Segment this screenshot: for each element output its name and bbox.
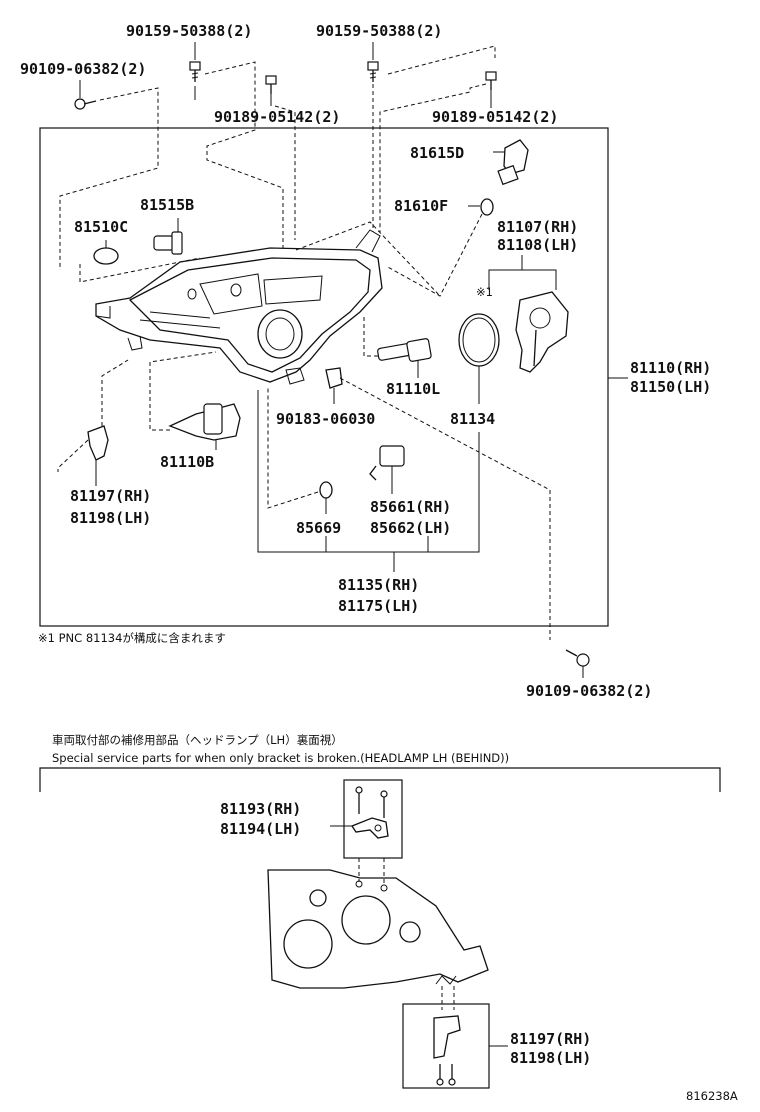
callout-81198-lower: 81198(LH) [510,1049,591,1067]
dash-screw-right [387,45,496,75]
callout-81615d: 81615D [410,144,464,162]
screw-90159-left [189,42,201,100]
callout-81197-lower: 81197(RH) [510,1030,591,1048]
bracket-81197-upper [87,425,109,486]
dash-90183-bolt [339,377,551,640]
bracket-81107 [488,269,557,290]
headlamp-housing [95,229,383,385]
lower-frame [39,767,721,792]
callout-81150: 81150(LH) [630,378,711,396]
bulb-81610f [468,198,494,216]
callout-81108: 81108(LH) [497,236,578,254]
callout-81610f: 81610F [394,197,448,215]
socket-81515b [153,218,183,255]
bulb-81510c [93,240,119,265]
callout-81515b: 81515B [140,196,194,214]
callout-85669: 85669 [296,519,341,537]
dash-85669 [267,388,319,509]
callout-90109-top: 90109-06382(2) [20,60,146,78]
bolt-90109-top [74,80,97,110]
dash-81110b [149,351,217,431]
headlamp-back-panel [267,869,489,989]
dash-81197-up [101,359,129,426]
callout-81134: 81134 [450,410,495,428]
callout-81198-upper: 81198(LH) [70,509,151,527]
oring-85669 [319,481,333,499]
callout-81175: 81175(LH) [338,597,419,615]
socket-81107 [515,291,569,373]
bulb-81110l [377,338,432,378]
callout-90159-right: 90159-50388(2) [316,22,442,40]
callout-81110l: 81110L [386,380,440,398]
dash-bolt-top [59,87,159,270]
section-title-en: Special service parts for when only brac… [52,751,509,765]
oring-81134 [458,313,500,367]
callout-90159-left: 90159-50388(2) [126,22,252,40]
dash-clip-right [379,83,487,232]
callout-90189-right: 90189-05142(2) [432,108,558,126]
callout-81194: 81194(LH) [220,820,301,838]
callout-81197-upper: 81197(RH) [70,487,151,505]
dash-81197 [57,439,89,472]
callout-90109-bottom: 90109-06382(2) [526,682,652,700]
callout-81510c: 81510C [74,218,128,236]
diagram-code: 816238A [686,1089,738,1103]
bracket-81193 [351,786,389,839]
callout-90189-left: 90189-05142(2) [214,108,340,126]
bulb-81615d [493,139,529,186]
section-title-jp: 車両取付部の補修用部品（ヘッドランプ（LH）裏面視） [52,733,343,747]
bulb-81110b [168,403,241,450]
screw-90159-right [367,42,379,82]
dash-housing-top [295,221,441,297]
callout-90183: 90183-06030 [276,410,375,428]
bracket-81135 [257,390,480,553]
dash-81110l [363,316,378,357]
callout-85662: 85662(LH) [370,519,451,537]
box-81193 [343,779,403,859]
footnote: ※1 PNC 81134が構成に含まれます [38,631,226,645]
assembly-frame [39,127,609,627]
clip-90189-right [485,71,497,108]
bolt-90109-bottom [565,649,590,678]
dash-81510c [79,257,201,283]
clip-90189-left [265,75,277,106]
callout-81107: 81107(RH) [497,218,578,236]
actuator-85661 [369,445,405,494]
callout-81110: 81110(RH) [630,359,711,377]
dash-clip-left [274,105,296,240]
clip-90183 [325,367,343,404]
callout-81193: 81193(RH) [220,800,301,818]
bracket-81197-lower [433,1015,461,1086]
callout-note-1: ※1 [476,285,493,299]
dash-screw-left [204,61,284,248]
callout-81135: 81135(RH) [338,576,419,594]
dash-bulb-81610f [385,213,483,297]
callout-81110b: 81110B [160,453,214,471]
callout-85661: 85661(RH) [370,498,451,516]
